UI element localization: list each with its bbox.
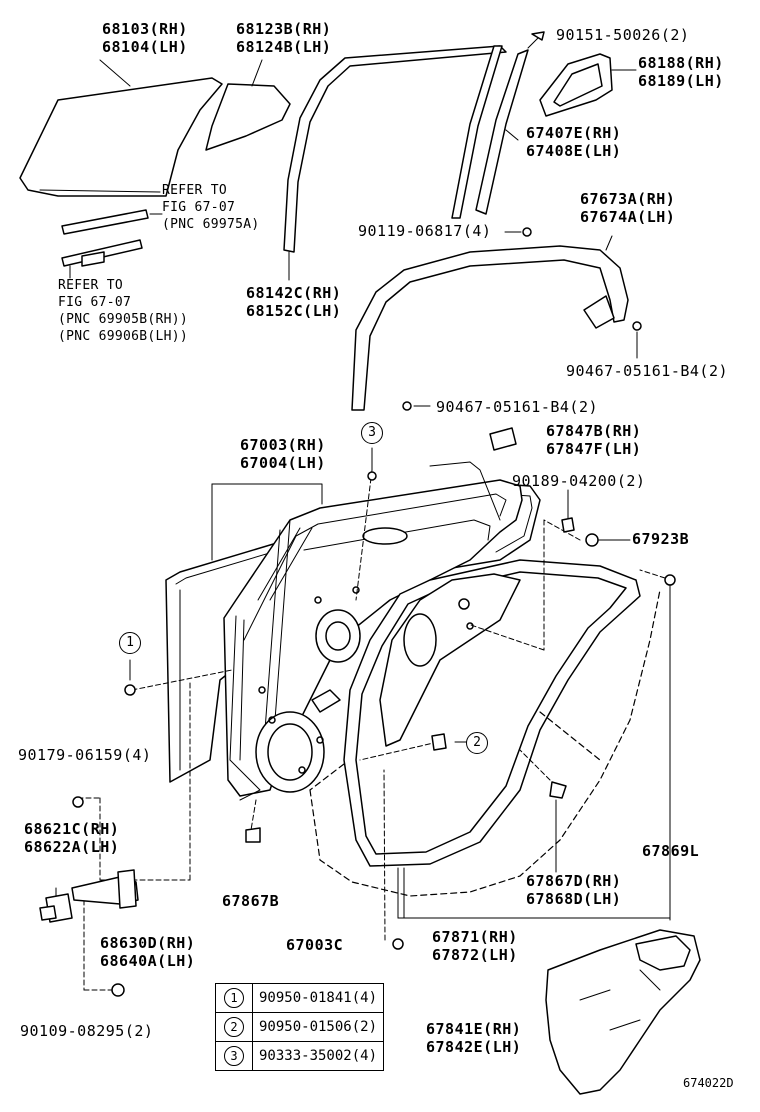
label-nut-90189: 90189-04200(2) [512, 472, 646, 490]
label-strip-rh: 67871(RH) [432, 928, 518, 946]
label-refer-b-4: (PNC 69906B(LH)) [58, 329, 189, 344]
inner-trim [379, 573, 521, 747]
label-run-lh: 67408E(LH) [526, 142, 622, 160]
label-cover-rh: 67841E(RH) [426, 1020, 522, 1038]
solid-leaders [55, 447, 671, 1041]
label-channel-lh: 68152C(LH) [246, 302, 342, 320]
label-glass-front-lh: 68104(LH) [102, 38, 188, 56]
legend-part: 90333-35002(4) [251, 1041, 385, 1071]
label-bolt-90179: 90179-06159(4) [18, 746, 152, 764]
door-molding [351, 235, 642, 411]
label-cover-lh: 67842E(LH) [426, 1038, 522, 1056]
label-plug-lh: 67847F(LH) [546, 440, 642, 458]
callout-3: 3 [361, 422, 383, 444]
label-refer-b-2: FIG 67-07 [58, 295, 132, 310]
glass-channel [283, 45, 507, 281]
legend-part: 90950-01841(4) [251, 983, 385, 1013]
label-quarter-frame-rh: 68188(RH) [638, 54, 724, 72]
label-door-rh: 67003(RH) [240, 436, 326, 454]
label-glass-front-rh: 68103(RH) [102, 20, 188, 38]
label-quarter-frame-lh: 68189(LH) [638, 72, 724, 90]
label-clip-b4-right: 90467-05161-B4(2) [566, 362, 729, 380]
label-refer-b-3: (PNC 69905B(RH)) [58, 312, 189, 327]
quarter-glass [205, 59, 291, 151]
label-hinge-lower-lh: 68640A(LH) [100, 952, 196, 970]
label-molding-rh: 67673A(RH) [580, 190, 676, 208]
label-hole-plug-67867b: 67867B [222, 892, 280, 910]
label-hinge-lower-rh: 68630D(RH) [100, 934, 196, 952]
legend-num: 1 [224, 988, 244, 1008]
label-molding-lh: 67674A(LH) [580, 208, 676, 226]
label-weather-lh: 67868D(LH) [526, 890, 622, 908]
label-glass-quarter-lh: 68124B(LH) [236, 38, 332, 56]
label-refer-a-2: FIG 67-07 [162, 200, 236, 215]
label-plug-rh: 67847B(RH) [546, 422, 642, 440]
legend-num: 3 [224, 1046, 244, 1066]
label-channel-rh: 68142C(RH) [246, 284, 342, 302]
label-hinge-upper-lh: 68622A(LH) [24, 838, 120, 856]
legend-row: 2 90950-01506(2) [215, 1012, 385, 1042]
lower-panel-dashed [309, 589, 661, 897]
label-clip-67923b: 67923B [632, 530, 690, 548]
hinges [39, 869, 139, 923]
quarter-frame [539, 53, 637, 117]
label-refer-a-3: (PNC 69975A) [162, 217, 260, 232]
label-strip-lh: 67872(LH) [432, 946, 518, 964]
label-refer-b-1: REFER TO [58, 278, 124, 293]
label-bolt-90119: 90119-06817(4) [358, 222, 492, 240]
fasteners [72, 471, 676, 997]
belt-strips [61, 209, 163, 279]
front-glass [19, 59, 223, 197]
label-screw-top: 90151-50026(2) [556, 26, 690, 44]
leader-lines [77, 469, 666, 991]
plug-67847 [489, 427, 517, 451]
label-clip-b4-left: 90467-05161-B4(2) [436, 398, 599, 416]
label-door-lh: 67004(LH) [240, 454, 326, 472]
legend-row: 1 90950-01841(4) [215, 983, 385, 1013]
door-inner-frame [223, 461, 523, 801]
label-plug-67003c: 67003C [286, 936, 344, 954]
trim-cover [545, 929, 701, 1095]
legend-table: 1 90950-01841(4) 2 90950-01506(2) 3 9033… [215, 983, 385, 1071]
label-refer-a-1: REFER TO [162, 183, 228, 198]
label-run-rh: 67407E(RH) [526, 124, 622, 142]
legend-row: 3 90333-35002(4) [215, 1041, 385, 1071]
label-hinge-upper-rh: 68621C(RH) [24, 820, 120, 838]
legend-num: 2 [224, 1017, 244, 1037]
label-weather-rh: 67867D(RH) [526, 872, 622, 890]
label-glass-quarter-rh: 68123B(RH) [236, 20, 332, 38]
bolt-90119 [504, 227, 532, 237]
callout-2: 2 [466, 732, 488, 754]
division-bar [451, 31, 545, 219]
callout-1: 1 [119, 632, 141, 654]
legend-part: 90950-01506(2) [251, 1012, 385, 1042]
label-weather-67869l: 67869L [642, 842, 700, 860]
diagram-code: 674022D [683, 1076, 734, 1090]
label-bolt-90109: 90109-08295(2) [20, 1022, 154, 1040]
